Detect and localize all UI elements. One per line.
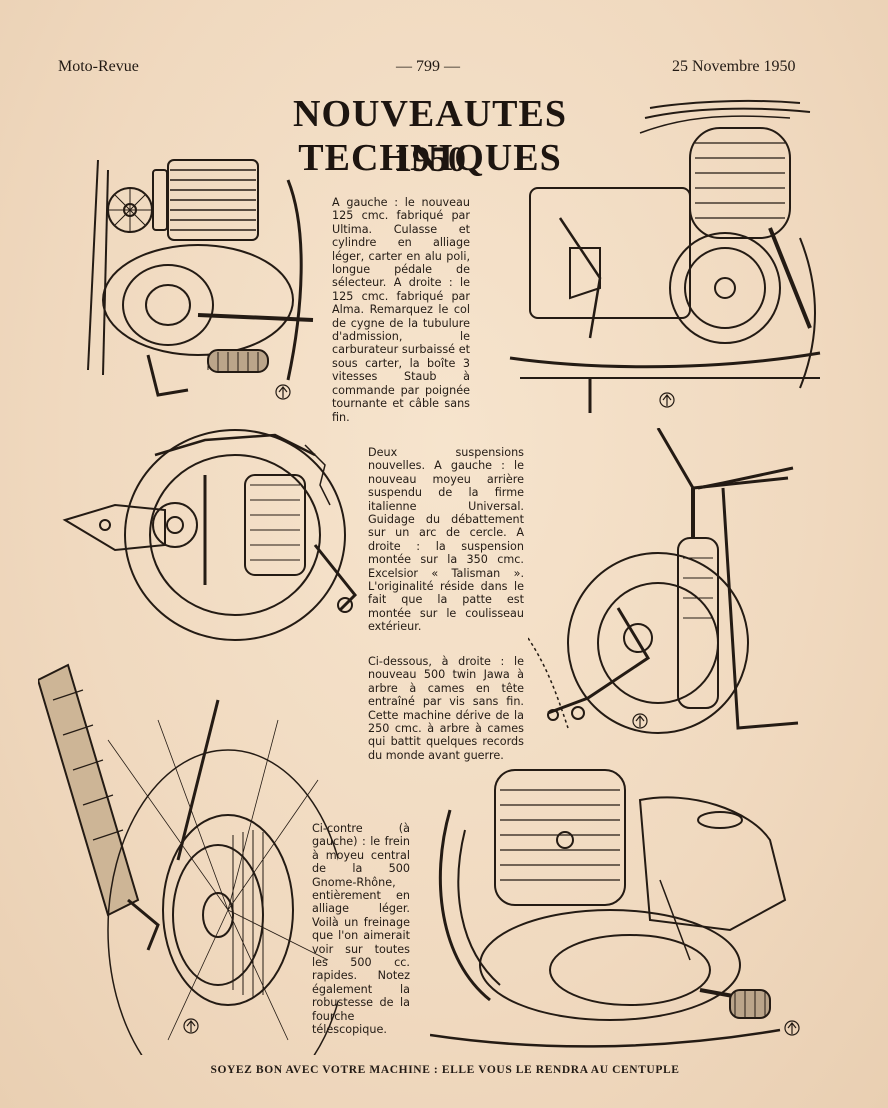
caption-jawa: Ci-dessous, à droite : le nouveau 500 tw… [368, 655, 524, 762]
issue-date: 25 Novembre 1950 [672, 58, 796, 75]
illustration-jawa-engine [430, 760, 805, 1060]
caption-gnome-rhone: Ci-contre (à gauche) : le frein à moyeu … [312, 822, 410, 1037]
footer-slogan: SOYEZ BON AVEC VOTRE MACHINE : ELLE VOUS… [210, 1064, 680, 1076]
illustration-universal-hub [55, 425, 365, 650]
publication-name: Moto-Revue [58, 58, 139, 75]
caption-ultima-alma: A gauche : le nouveau 125 cmc. fabriqué … [332, 196, 470, 424]
illustration-alma-engine [500, 98, 830, 418]
illustration-ultima-engine [58, 140, 328, 410]
caption-suspensions: Deux suspensions nouvelles. A gauche : l… [368, 446, 524, 634]
illustration-excelsior-suspension [528, 428, 828, 738]
page-title: NOUVEAUTES TECHNIQUES [293, 93, 567, 179]
page-title-year: 1950 [394, 139, 466, 179]
illustration-gnome-rhone-brake [38, 660, 338, 1055]
page-number: — 799 — [396, 58, 460, 75]
